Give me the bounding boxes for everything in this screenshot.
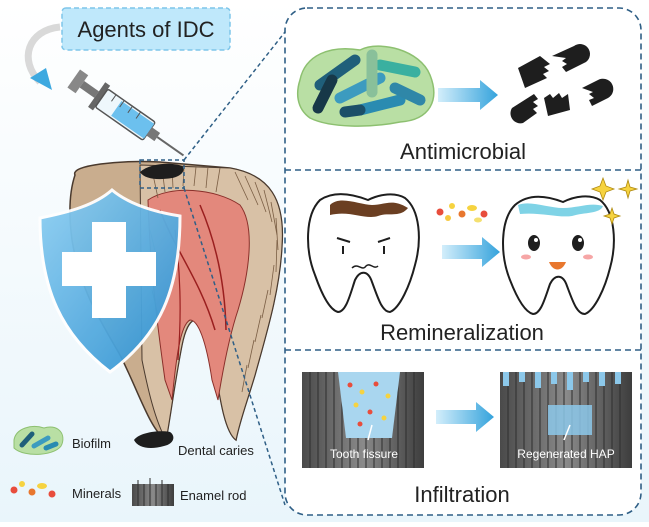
- regenerated-hap-label: Regenerated HAP: [517, 447, 614, 461]
- infiltration-panel: Tooth fissure Regenera: [302, 372, 632, 507]
- enamel-rod-icon: [132, 484, 174, 506]
- antimicrobial-panel: Antimicrobial: [296, 43, 614, 164]
- curved-arrow-icon: [24, 23, 61, 85]
- legend-enamel-rod-label: Enamel rod: [180, 488, 246, 503]
- legend: Biofilm Dental caries Minerals Enamel ro…: [10, 426, 254, 506]
- arrow-icon: [436, 402, 494, 432]
- enamel-rods-right: [500, 372, 632, 468]
- sparkle-icon: [590, 176, 639, 226]
- curved-arrowhead-icon: [30, 68, 52, 90]
- shield-icon: [38, 188, 182, 374]
- tooth-fissure-label: Tooth fissure: [330, 447, 398, 461]
- arrow-icon: [442, 237, 500, 267]
- remineralization-label: Remineralization: [380, 320, 544, 345]
- caries-icon: [134, 431, 174, 448]
- remineralization-panel: Remineralization: [307, 176, 639, 345]
- legend-dental-caries: Dental caries: [134, 431, 254, 458]
- legend-dental-caries-label: Dental caries: [178, 443, 254, 458]
- legend-enamel-rod: Enamel rod: [132, 478, 246, 506]
- arrow-icon: [438, 80, 498, 110]
- legend-biofilm-label: Biofilm: [72, 436, 111, 451]
- antimicrobial-label: Antimicrobial: [400, 139, 526, 164]
- caries-lesion-icon: [140, 163, 184, 180]
- biofilm-icon: [13, 426, 64, 455]
- legend-minerals: Minerals: [10, 481, 122, 501]
- legend-biofilm: Biofilm: [13, 426, 111, 455]
- title-box: Agents of IDC: [61, 7, 231, 51]
- title-text: Agents of IDC: [78, 17, 215, 42]
- infiltration-label: Infiltration: [414, 482, 509, 507]
- minerals-dots-icon: [436, 203, 488, 223]
- legend-minerals-label: Minerals: [72, 486, 122, 501]
- happy-tooth-icon: [502, 195, 615, 316]
- enamel-rods-left: [302, 372, 424, 468]
- damaged-tooth-icon: [307, 193, 420, 314]
- syringe-icon: [67, 69, 185, 157]
